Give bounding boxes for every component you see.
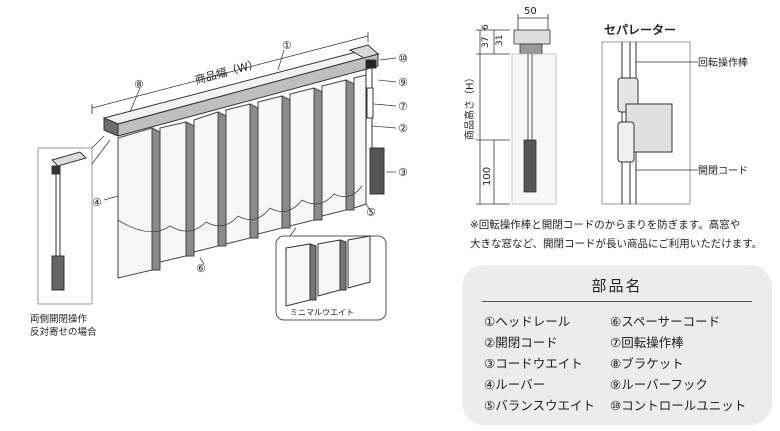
callout-4: ④ xyxy=(92,196,102,209)
callout-3: ③ xyxy=(398,166,408,179)
callout-6: ⑥ xyxy=(196,262,206,275)
louvers xyxy=(117,74,367,279)
part-item: ⑦回転操作棒 xyxy=(610,335,684,350)
part-item: ②開閉コード xyxy=(484,335,558,350)
part-item: ①ヘッドレール xyxy=(484,314,571,329)
parts-divider xyxy=(482,301,752,302)
separator-title: セパレーター xyxy=(604,23,676,37)
parts-panel: 部品名 ①ヘッドレール ②開閉コード ③コードウエイト ④ルーバー ⑤バランスウ… xyxy=(462,265,772,425)
note-line-2: 大きな窓など、開閉コードが長い商品にご利用いただけます。 xyxy=(470,238,763,250)
parts-column-right: ⑥スペーサーコード ⑦回転操作棒 ⑧ブラケット ⑨ルーバーフック ⑩コントロール… xyxy=(610,311,746,416)
height-label: 商品高さ（H） xyxy=(463,72,476,140)
side-caption-line-1: 両側開閉操作 xyxy=(30,314,88,325)
callouts: ① ④ ⑤ ⑥ ⑧ ⑨ ⑦ ② ③ ⑩ xyxy=(92,39,408,275)
separator-note: ※回転操作棒と開閉コードのからまりを防ぎます。高窓や 大きな窓など、開閉コードが… xyxy=(470,216,775,254)
part-item: ③コードウエイト xyxy=(484,356,583,371)
headrail xyxy=(102,44,380,137)
dim-37: 37 xyxy=(481,37,491,48)
dimension-diagram xyxy=(476,14,557,205)
callout-9: ⑨ xyxy=(398,76,408,89)
dim-top-width: 50 xyxy=(524,6,537,17)
note-line-1: ※回転操作棒と開閉コードのからまりを防ぎます。高窓や xyxy=(470,219,741,231)
separator-cord-label: 開閉コード xyxy=(698,165,748,177)
parts-title: 部品名 xyxy=(591,277,643,295)
parts-column-left: ①ヘッドレール ②開閉コード ③コードウエイト ④ルーバー ⑤バランスウエイト xyxy=(484,311,595,416)
part-item: ⑩コントロールユニット xyxy=(610,398,747,413)
part-item: ⑨ルーバーフック xyxy=(610,377,708,392)
blind-diagram xyxy=(37,32,397,321)
dim-100: 100 xyxy=(482,167,493,186)
dim-31: 31 xyxy=(495,35,505,46)
part-item: ④ルーバー xyxy=(484,377,546,392)
side-caption-line-2: 反対寄せの場合 xyxy=(30,327,97,338)
side-view-caption: 両側開閉操作 反対寄せの場合 xyxy=(30,313,97,339)
callout-10: ⑩ xyxy=(398,52,408,65)
side-view xyxy=(37,135,111,305)
part-item: ⑤バランスウエイト xyxy=(484,398,595,413)
part-item: ⑥スペーサーコード xyxy=(610,314,721,329)
callout-2: ② xyxy=(398,122,408,135)
dim-6: 6 xyxy=(481,24,491,30)
callout-7: ⑦ xyxy=(398,100,408,113)
inset-mini-weight xyxy=(275,227,387,321)
callout-1: ① xyxy=(282,39,292,52)
control-unit xyxy=(365,59,385,195)
callout-5: ⑤ xyxy=(366,206,376,219)
callout-8: ⑧ xyxy=(134,78,144,91)
part-item: ⑧ブラケット xyxy=(610,356,684,371)
separator-rod-label: 回転操作棒 xyxy=(698,56,748,69)
leader-lines xyxy=(103,49,397,265)
separator-diagram xyxy=(601,41,698,205)
inset-label: ミニマルウエイト xyxy=(290,308,354,317)
